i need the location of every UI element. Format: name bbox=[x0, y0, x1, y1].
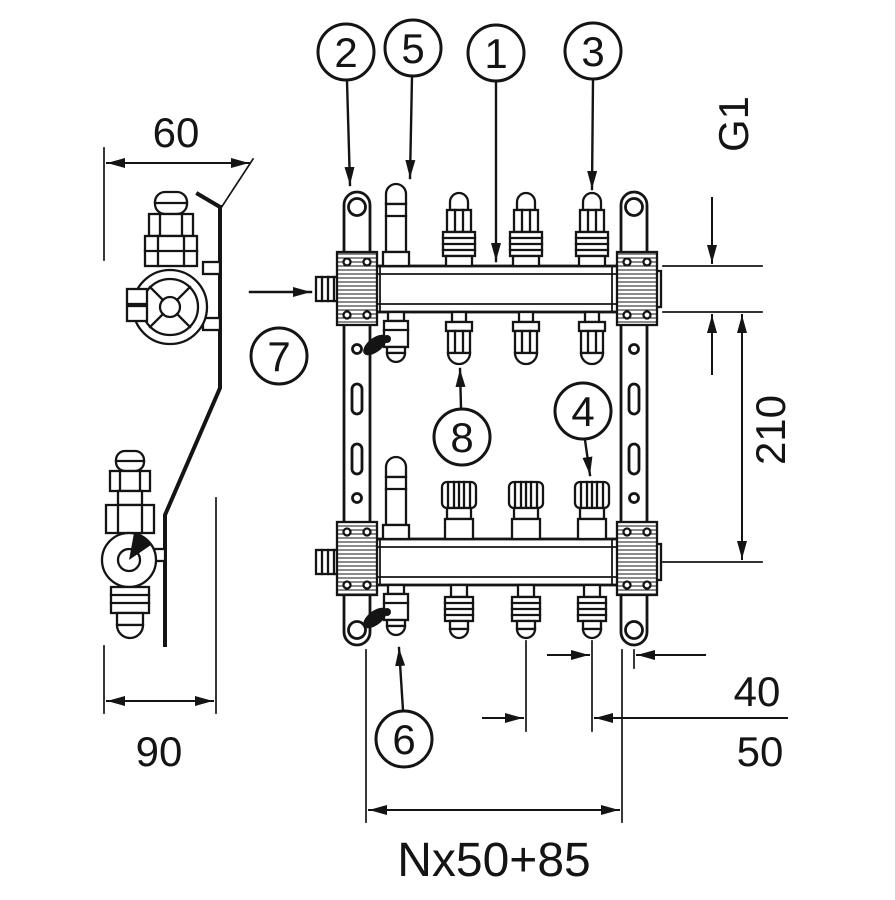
callout-number: 6 bbox=[392, 716, 415, 763]
leader-line bbox=[405, 75, 416, 180]
callout-circle bbox=[316, 22, 376, 82]
callout-number: 5 bbox=[401, 25, 424, 72]
outlet-union-2 bbox=[510, 583, 542, 640]
extension-line bbox=[219, 157, 255, 210]
dimension-label: 210 bbox=[747, 395, 794, 465]
callout-number: 8 bbox=[450, 414, 473, 461]
dimension-label: G1 bbox=[710, 96, 757, 152]
mounting-slot bbox=[350, 382, 364, 416]
mounting-hole bbox=[624, 620, 644, 640]
supply-union-3 bbox=[574, 191, 610, 268]
thermostatic-adapter-3 bbox=[573, 480, 611, 541]
side-view bbox=[100, 190, 223, 647]
dimension-label: 50 bbox=[737, 728, 784, 775]
callout-number: 2 bbox=[334, 29, 357, 76]
callout-circle bbox=[553, 381, 613, 441]
callout-number: 4 bbox=[571, 388, 594, 435]
front-view bbox=[314, 182, 663, 647]
outlet-union-3 bbox=[576, 583, 608, 640]
outlet-union-1 bbox=[443, 583, 475, 640]
supply-air-vent bbox=[381, 182, 411, 268]
callout-circle bbox=[374, 709, 434, 769]
dimension-end-offset: 40 bbox=[547, 640, 781, 732]
dimension-side-depth: 90 bbox=[103, 497, 217, 775]
dimension-thread-size: G1 bbox=[662, 96, 763, 375]
rail-clamp bbox=[615, 250, 659, 327]
rail-clamp bbox=[335, 520, 379, 597]
rail-clamp bbox=[335, 250, 379, 327]
mounting-hole bbox=[347, 197, 367, 217]
wall-bracket-profile bbox=[163, 191, 223, 647]
thermostatic-adapter-2 bbox=[507, 480, 545, 541]
leader-line bbox=[344, 79, 355, 187]
supply-manifold-bar bbox=[368, 264, 624, 314]
flow-meter-3 bbox=[577, 310, 607, 366]
callout-6: 6 bbox=[374, 646, 434, 769]
mounting-hole bbox=[347, 620, 367, 640]
leader-line bbox=[395, 646, 406, 712]
return-manifold-bar bbox=[368, 537, 624, 587]
rail-clamp bbox=[615, 520, 659, 597]
callout-1: 1 bbox=[466, 23, 526, 263]
dimension-label: 40 bbox=[734, 668, 781, 715]
leader-line bbox=[455, 367, 466, 410]
callout-5: 5 bbox=[383, 18, 443, 180]
flow-meter-2 bbox=[511, 310, 541, 366]
mounting-slot bbox=[350, 442, 364, 476]
mounting-hole bbox=[624, 197, 644, 217]
callout-circle bbox=[563, 21, 623, 81]
return-air-vent bbox=[381, 455, 411, 541]
callout-2: 2 bbox=[316, 22, 376, 187]
thermostatic-adapter-1 bbox=[440, 480, 478, 541]
callout-number: 3 bbox=[581, 28, 604, 75]
side-bottom-valve-assembly bbox=[100, 449, 158, 640]
mounting-slot bbox=[627, 442, 641, 476]
leader-line bbox=[582, 438, 593, 477]
flow-meter-1 bbox=[444, 310, 474, 366]
leader-line bbox=[587, 78, 598, 191]
callout-number: 7 bbox=[267, 333, 290, 380]
callout-circle bbox=[383, 18, 443, 78]
dimension-label: Nx50+85 bbox=[397, 834, 590, 887]
callout-8: 8 bbox=[432, 367, 492, 467]
callout-circle bbox=[432, 407, 492, 467]
callout-circle bbox=[466, 23, 526, 83]
callout-7: 7 bbox=[248, 287, 313, 386]
callout-4: 4 bbox=[553, 381, 613, 477]
dimension-outlet-pitch: 50 bbox=[482, 640, 788, 775]
mounting-slot bbox=[627, 382, 641, 416]
bracket-tab bbox=[201, 260, 222, 276]
dimension-axis-spacing: 210 bbox=[662, 314, 794, 563]
callout-number: 1 bbox=[484, 30, 507, 77]
supply-union-1 bbox=[441, 191, 477, 268]
callout-3: 3 bbox=[563, 21, 623, 191]
dimension-total-length: Nx50+85 bbox=[365, 649, 623, 887]
supply-union-2 bbox=[508, 191, 544, 268]
dimension-label: 60 bbox=[153, 109, 200, 156]
dimension-side-width: 60 bbox=[103, 109, 255, 261]
side-top-valve-assembly bbox=[125, 190, 209, 346]
dimension-label: 90 bbox=[136, 728, 183, 775]
callout-circle bbox=[249, 326, 309, 386]
